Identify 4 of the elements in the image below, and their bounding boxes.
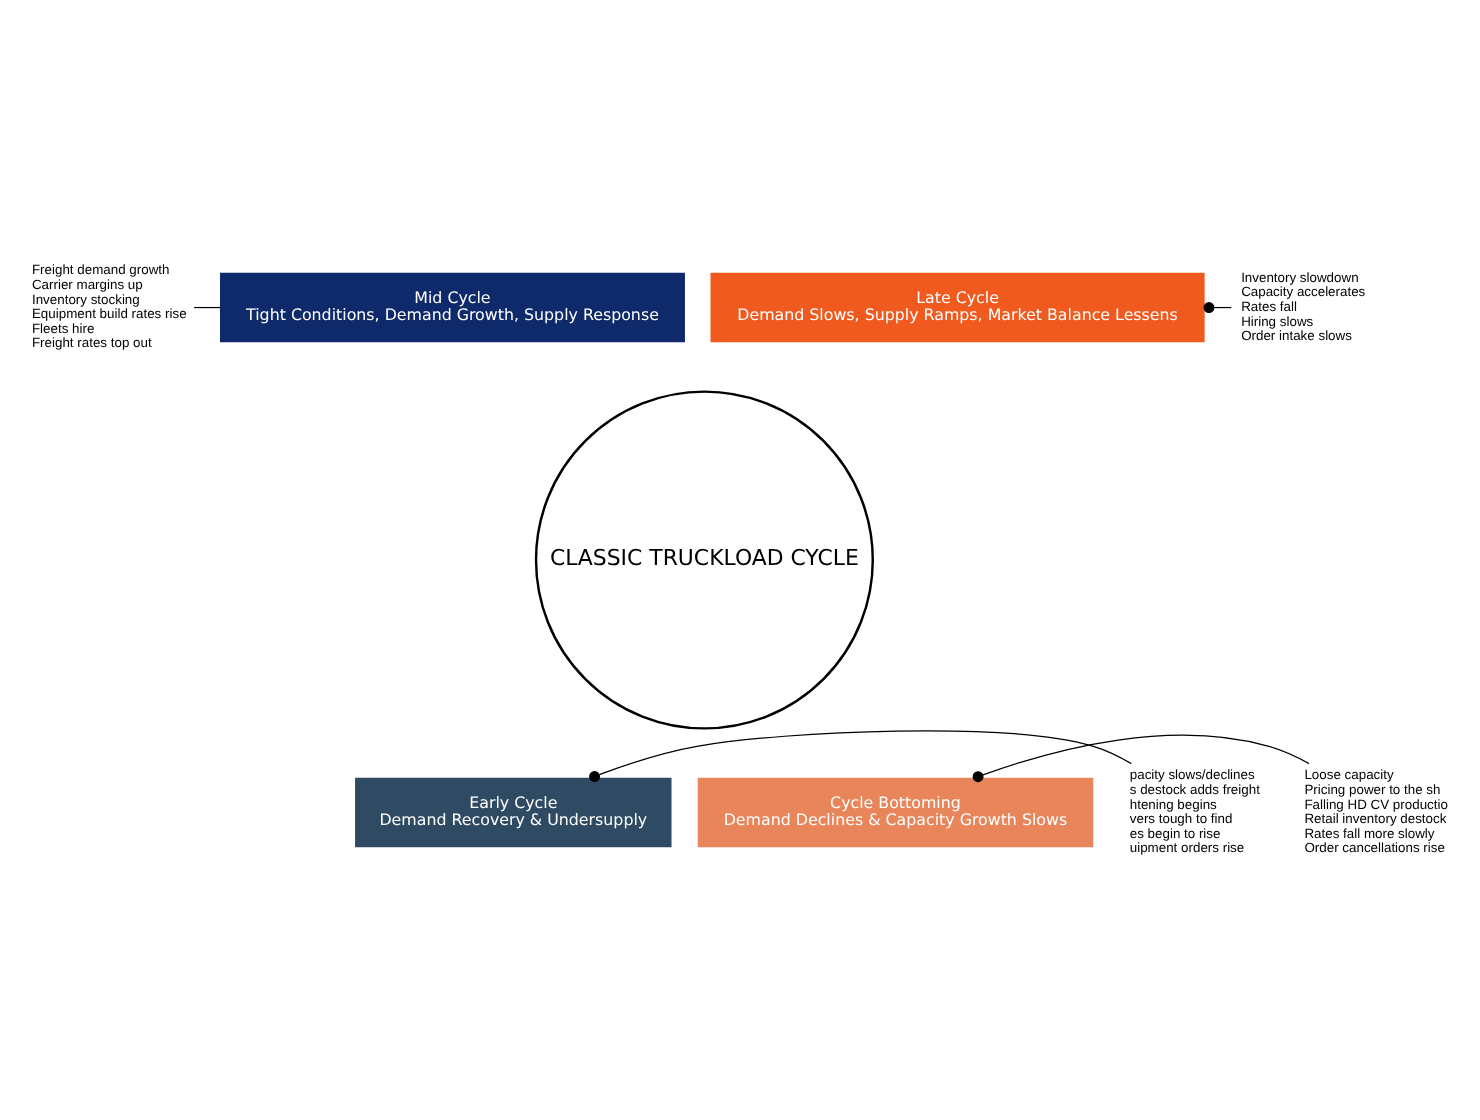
- connector: [589, 730, 1132, 782]
- connector: [972, 734, 1310, 783]
- node-circle: CLASSIC TRUCKLOAD CYCLE: [534, 390, 874, 730]
- connector: [193, 306, 221, 309]
